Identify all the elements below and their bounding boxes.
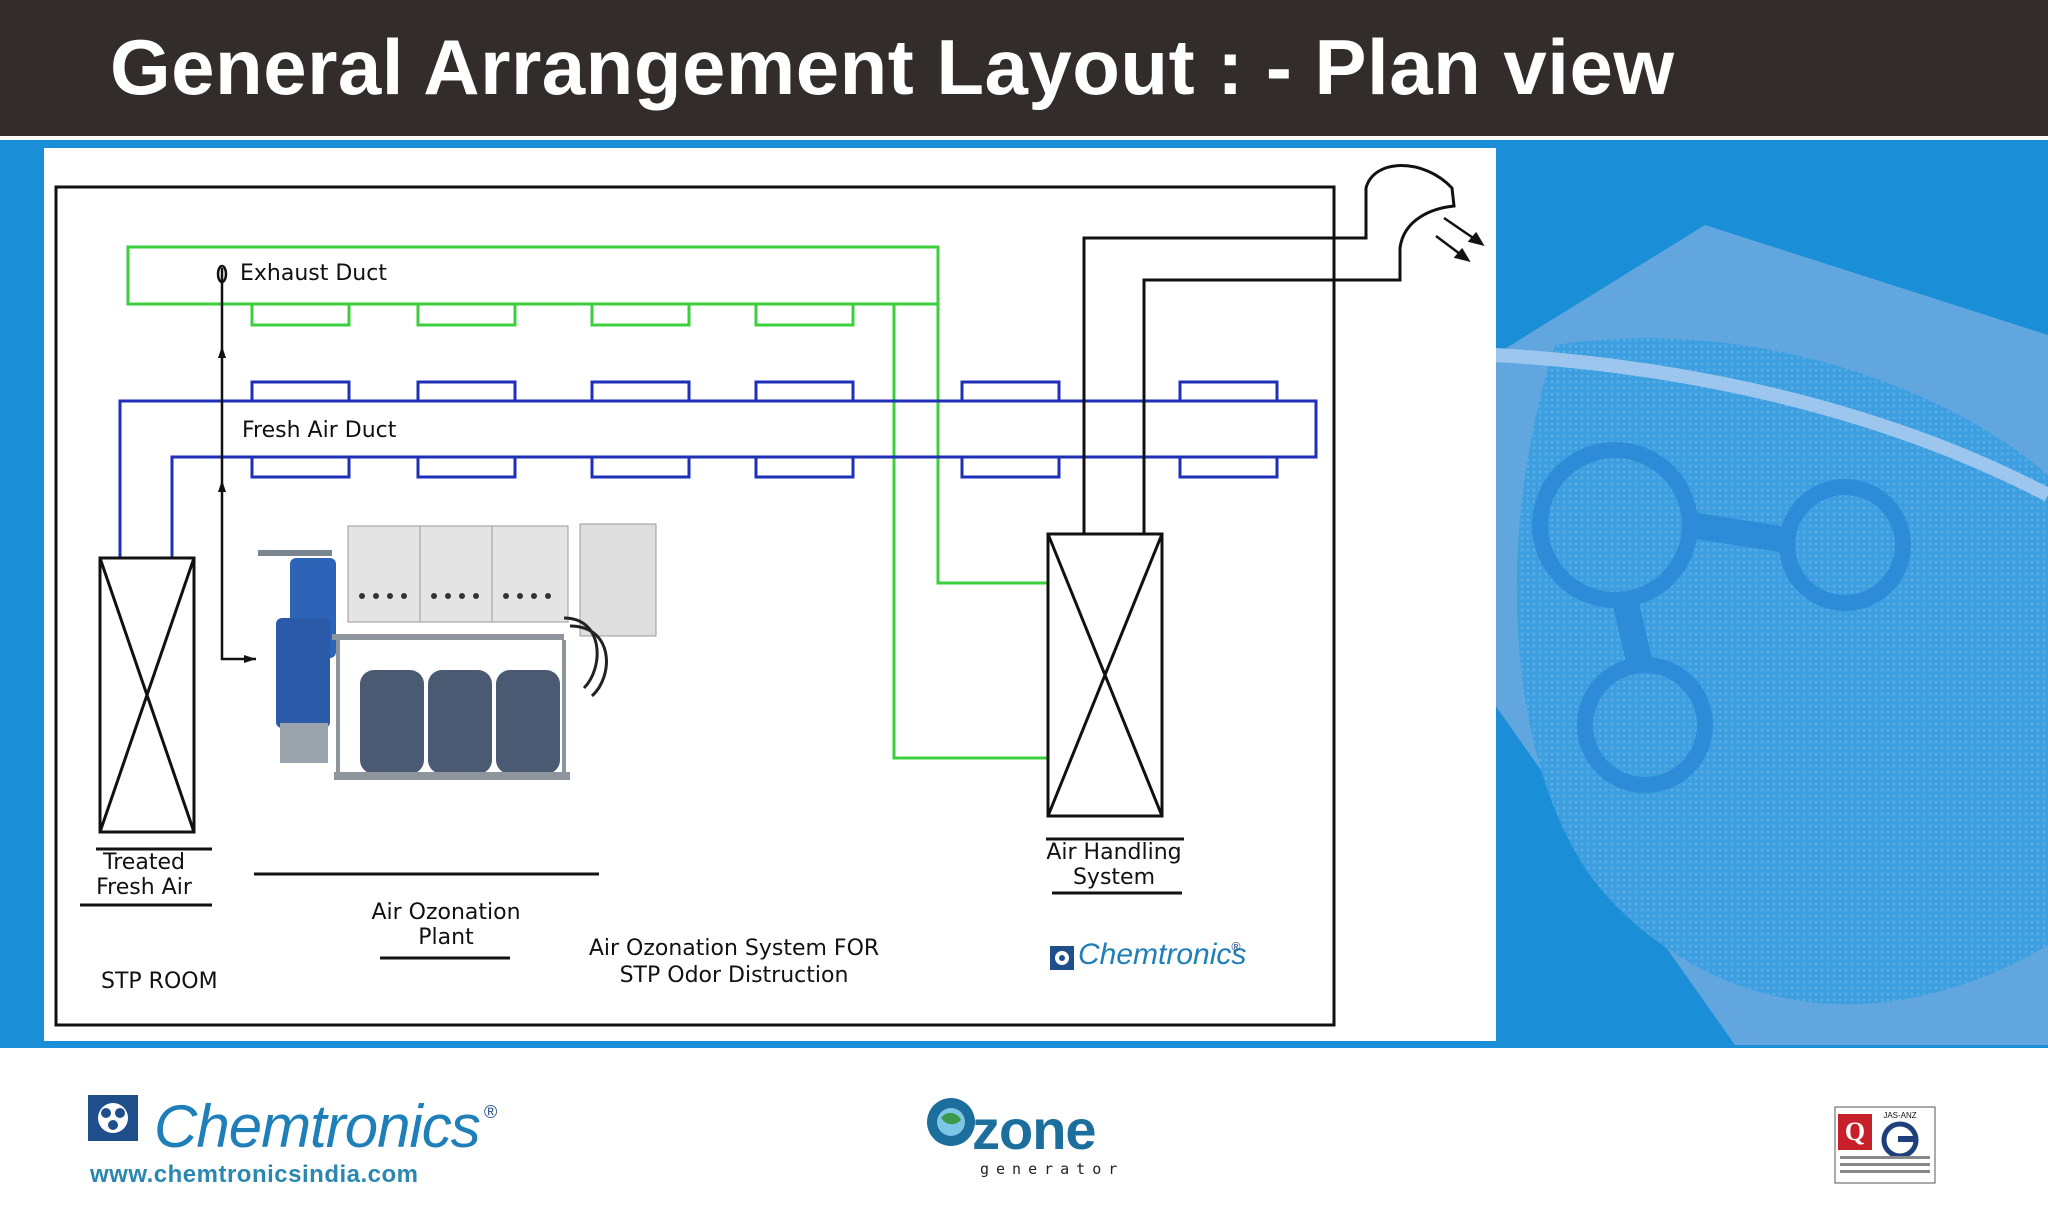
stp-room-outline: [54, 185, 1336, 1027]
exhaust-duct: [126, 245, 1048, 760]
discharge-arrow-icon: [1435, 216, 1485, 262]
chemtronics-footer-logo-icon: [88, 1095, 138, 1141]
molecule-watermark-icon: [1495, 225, 2048, 1045]
cert-label: JAS-ANZ: [1883, 1111, 1916, 1120]
chemtronics-logo-icon: [1050, 946, 1074, 970]
treated-fresh-air-unit: [98, 556, 196, 834]
treated-fresh-air-label: Treated Fresh Air: [84, 850, 204, 900]
system-caption-line-1: Air Ozonation System FOR: [588, 936, 880, 961]
certification-badge-icon: Q JAS-ANZ: [1834, 1106, 1936, 1184]
air-handling-system-label: Air Handling System: [1034, 840, 1194, 890]
title-bar: General Arrangement Layout : - Plan view: [0, 0, 2048, 136]
inner-brand-name: Chemtronics: [1078, 938, 1247, 971]
arrow-icon: [218, 346, 256, 663]
system-caption: Air Ozonation System FOR STP Odor Distru…: [564, 935, 904, 989]
fresh-air-duct-label: Fresh Air Duct: [242, 418, 397, 443]
air-ozonation-plant-line-2: Plant: [418, 925, 474, 950]
system-caption-line-2: STP Odor Distruction: [619, 963, 849, 988]
treated-fresh-air-line-1: Treated: [103, 850, 185, 875]
plan-view-diagram: [54, 164, 1485, 1027]
footer-brand-registered-mark: ®: [484, 1102, 498, 1122]
air-handling-system-line-1: Air Handling: [1046, 840, 1182, 865]
fresh-air-duct: [118, 380, 1318, 558]
exhaust-duct-label: Exhaust Duct: [240, 261, 387, 286]
treated-fresh-air-line-2: Fresh Air: [96, 875, 192, 900]
stp-room-label: STP ROOM: [101, 969, 218, 994]
return-line: [216, 264, 256, 661]
label-underlines: [80, 837, 1184, 960]
air-ozonation-plant-line-1: Air Ozonation: [371, 900, 521, 925]
svg-text:Q: Q: [1845, 1117, 1865, 1146]
footer-brand-name: Chemtronics: [154, 1093, 481, 1160]
slide-title: General Arrangement Layout : - Plan view: [110, 23, 1675, 111]
ozone-globe-icon: [927, 1098, 975, 1146]
ozone-logo-word: zone: [972, 1098, 1097, 1161]
air-ozonation-plant-label: Air Ozonation Plant: [352, 900, 540, 950]
footer-bar: [0, 1048, 2048, 1209]
air-handling-system-line-2: System: [1072, 865, 1156, 890]
footer-website-link[interactable]: www.chemtronicsindia.com: [90, 1161, 419, 1188]
diagram-panel: Exhaust Duct Fresh Air Duct Treated Fres…: [44, 148, 1496, 1041]
inner-brand-registered-mark: ®: [1230, 940, 1242, 954]
air-handling-unit: [1046, 164, 1456, 818]
air-ozonation-plant-illustration: [258, 523, 657, 780]
ozone-logo-subtitle: generator: [980, 1160, 1125, 1178]
